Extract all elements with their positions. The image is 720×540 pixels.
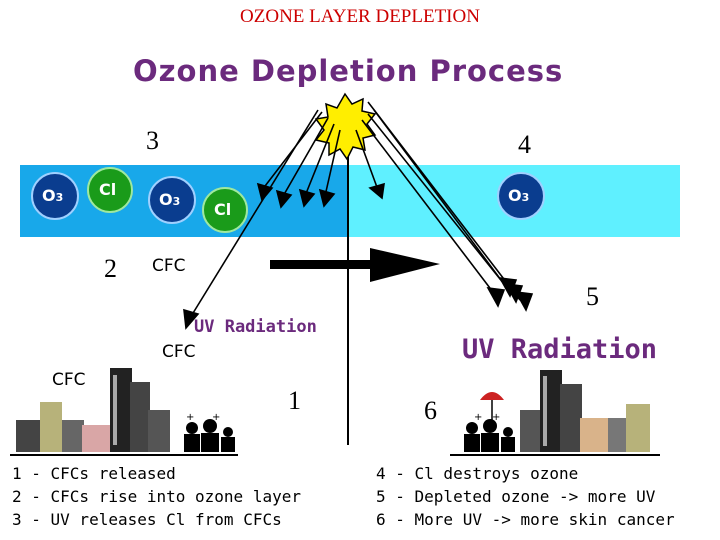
step-number-4: 4 (518, 130, 531, 159)
legend-item: 1 - CFCs released (12, 464, 176, 483)
uv-rays-right (355, 101, 534, 312)
cfc-label-middle: CFC (162, 342, 196, 362)
legend-item: 6 - More UV -> more skin cancer (376, 510, 675, 529)
molecule-o3-2 (148, 176, 196, 224)
diagram-title: Ozone Depletion Process (133, 54, 564, 88)
svg-text:+: + (212, 412, 220, 423)
legend-left: 1 - CFCs released 2 - CFCs rise into ozo… (12, 462, 301, 531)
legend-item: 5 - Depleted ozone -> more UV (376, 487, 656, 506)
umbrella-icon (480, 392, 504, 420)
molecule-cl-2-label: Cl (214, 200, 232, 219)
molecule-o3-1 (31, 172, 79, 220)
legend-right: 4 - Cl destroys ozone 5 - Depleted ozone… (376, 462, 675, 531)
cfc-rise-arrow (270, 248, 440, 282)
molecule-cl-1-label: Cl (99, 180, 117, 199)
step-number-5: 5 (586, 282, 599, 311)
people-right-icon: + + (464, 412, 515, 452)
city-left-icon (16, 368, 170, 452)
slide-title: OZONE LAYER DEPLETION (240, 6, 480, 27)
cfc-label-upper: CFC (152, 256, 186, 276)
uv-radiation-label-left: UV Radiation (194, 317, 317, 337)
legend-item: 2 - CFCs rise into ozone layer (12, 487, 301, 506)
molecule-o3-2-label: O3 (159, 190, 181, 209)
city-right-icon (520, 370, 650, 452)
people-left-icon: + + (184, 412, 235, 452)
step-number-6: 6 (424, 396, 437, 425)
cfc-label-lower: CFC (52, 370, 86, 390)
svg-text:+: + (474, 412, 482, 423)
molecule-cl-1 (87, 167, 133, 213)
step-number-3: 3 (146, 126, 159, 155)
molecule-o3-3-label: O3 (508, 186, 530, 205)
step-number-1: 1 (288, 386, 301, 415)
svg-text:+: + (186, 412, 194, 423)
uv-radiation-label-right: UV Radiation (462, 334, 658, 365)
molecule-cl-2 (202, 187, 248, 233)
molecule-o3-3 (497, 172, 545, 220)
legend-item: 4 - Cl destroys ozone (376, 464, 579, 483)
legend-item: 3 - UV releases Cl from CFCs (12, 510, 282, 529)
svg-text:+: + (492, 412, 500, 423)
uv-ray-to-ground (183, 109, 319, 330)
molecule-o3-1-label: O3 (42, 186, 64, 205)
step-number-2: 2 (104, 254, 117, 283)
